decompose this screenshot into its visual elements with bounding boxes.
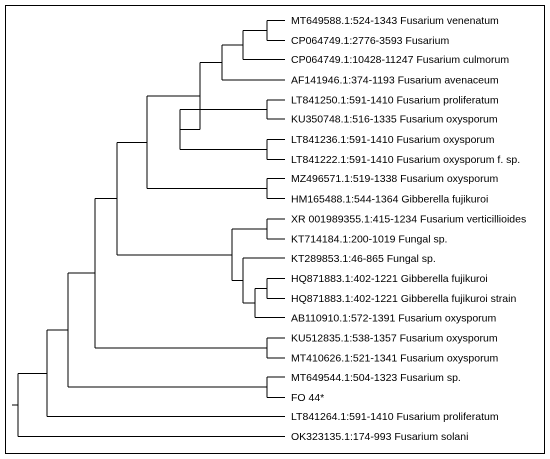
leaf-label: KU512835.1:538-1357 Fusarium oxysporum <box>291 332 498 344</box>
tree-branches <box>12 19 285 438</box>
leaf-label: LT841264.1:591-1410 Fusarium proliferatu… <box>291 411 499 423</box>
leaf-labels: MT649588.1:524-1343 Fusarium venenatum C… <box>291 15 526 443</box>
leaf-label: OK323135.1:174-993 Fusarium solani <box>291 431 468 443</box>
leaf-label: FO 44* <box>291 392 324 404</box>
leaf-label: KU350748.1:516-1335 Fusarium oxysporum <box>291 114 498 126</box>
leaf-label: MZ496571.1:519-1338 Fusarium oxysporum <box>291 173 498 185</box>
leaf-label: AF141946.1:374-1193 Fusarium avenaceum <box>291 74 499 86</box>
leaf-label: LT841236.1:591-1410 Fusarium oxysporum <box>291 134 495 146</box>
leaf-label: LT841222.1:591-1410 Fusarium oxysporum f… <box>291 154 520 166</box>
leaf-label: MT649544.1:504-1323 Fusarium sp. <box>291 372 461 384</box>
leaf-label: HQ871883.1:402-1221 Gibberella fujikuroi <box>291 273 488 285</box>
leaf-label: MT649588.1:524-1343 Fusarium venenatum <box>291 15 499 27</box>
leaf-label: HM165488.1:544-1364 Gibberella fujikuroi <box>291 193 488 205</box>
leaf-label: KT714184.1:200-1019 Fungal sp. <box>291 234 447 246</box>
leaf-label: AB110910.1:572-1391 Fusarium oxysporum <box>291 312 497 324</box>
leaf-label: KT289853.1:46-865 Fungal sp. <box>291 253 436 265</box>
leaf-label: CP064749.1:2776-3593 Fusarium <box>291 35 449 47</box>
figure-border <box>5 5 545 454</box>
leaf-label: HQ871883.1:402-1221 Gibberella fujikuroi… <box>291 293 516 305</box>
leaf-label: CP064749.1:10428-11247 Fusarium culmorum <box>291 54 509 66</box>
leaf-label: XR 001989355.1:415-1234 Fusarium vertici… <box>291 213 526 225</box>
leaf-label: LT841250.1:591-1410 Fusarium proliferatu… <box>291 95 499 107</box>
leaf-label: MT410626.1:521-1341 Fusarium oxysporum <box>291 353 498 365</box>
